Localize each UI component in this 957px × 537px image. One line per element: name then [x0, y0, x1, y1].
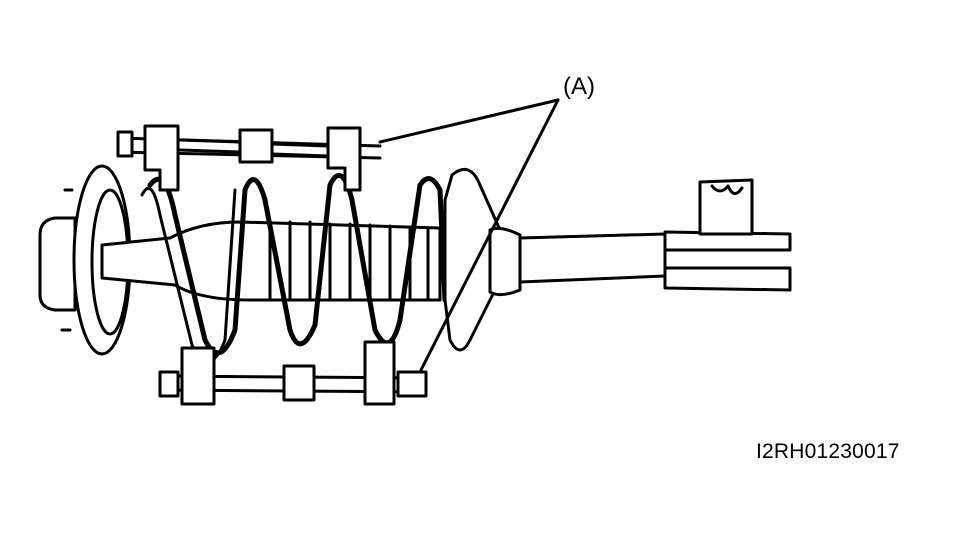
- strut-boot: [100, 220, 442, 302]
- coil-spring: [140, 172, 448, 363]
- lower-spring-seat: [38, 164, 132, 356]
- lower-spring-compressor: [158, 340, 428, 406]
- callout-leader-lines: [378, 98, 560, 374]
- upper-spring-compressor: [116, 124, 382, 192]
- figure-id: I2RH01230017: [756, 440, 900, 463]
- callout-label-a: (A): [563, 73, 595, 100]
- strut-rod: [518, 178, 792, 292]
- upper-spring-seat: [443, 167, 522, 352]
